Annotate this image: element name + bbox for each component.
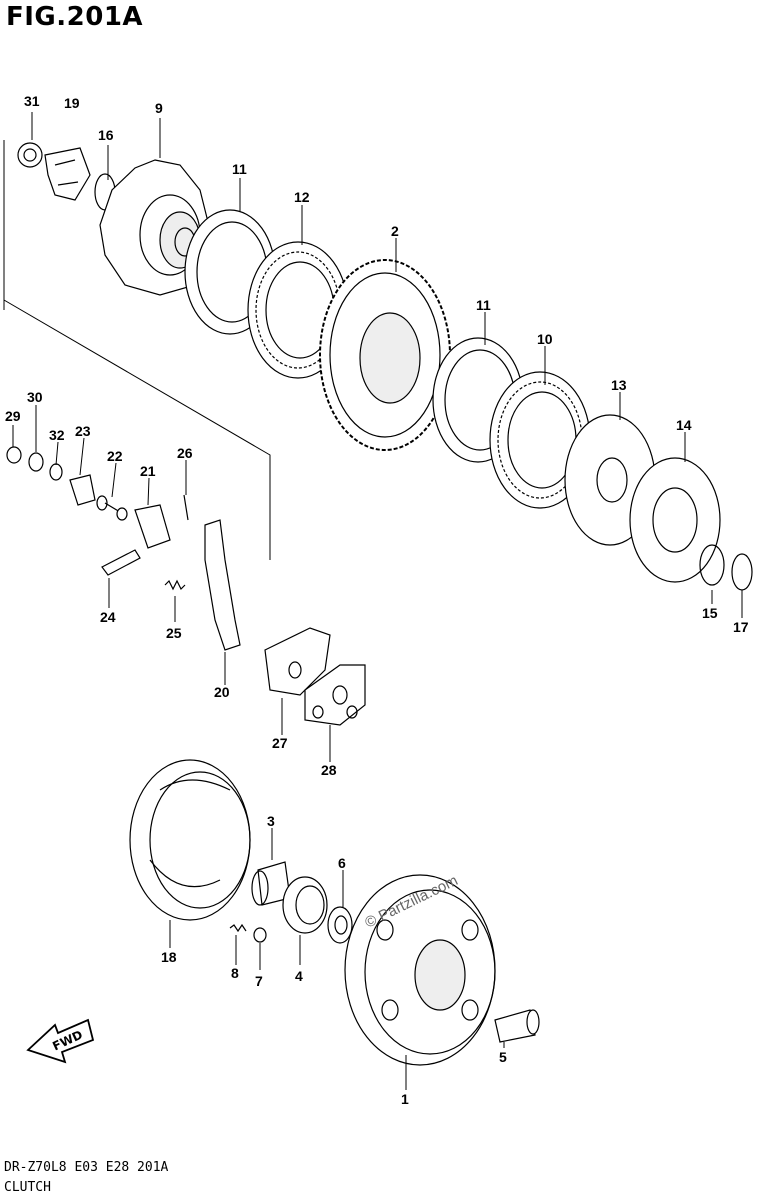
figure-title: FIG.201A — [6, 2, 144, 32]
callout-29: 29 — [5, 408, 21, 424]
part-27-plate[interactable] — [264, 627, 331, 696]
part-2-primary-gear[interactable] — [319, 259, 451, 451]
part-15-ring[interactable] — [699, 544, 725, 586]
part-32-washer[interactable] — [49, 463, 63, 481]
callout-9: 9 — [155, 100, 163, 116]
part-18-clutch-shoe[interactable] — [129, 759, 251, 921]
part-7-roller[interactable] — [253, 927, 267, 943]
callout-20: 20 — [214, 684, 230, 700]
part-4-one-way-clutch[interactable] — [282, 876, 328, 934]
part-31-bearing[interactable] — [17, 142, 43, 168]
part-1-clutch-housing[interactable] — [344, 874, 496, 1066]
part-14-spring-plate[interactable] — [629, 457, 721, 583]
callout-12: 12 — [294, 189, 310, 205]
part-3-bearing[interactable] — [251, 861, 291, 906]
callout-16: 16 — [98, 127, 114, 143]
callout-21: 21 — [140, 463, 156, 479]
part-29-nut[interactable] — [6, 446, 22, 464]
callout-5: 5 — [499, 1049, 507, 1065]
callout-32: 32 — [49, 427, 65, 443]
callout-19: 19 — [64, 95, 80, 111]
callout-labels: 31 19 16 9 11 12 2 11 10 13 14 15 17 29 … — [5, 93, 749, 1107]
callout-8: 8 — [231, 965, 239, 981]
part-22-adjuster[interactable] — [96, 495, 128, 521]
leader-lines — [12, 112, 743, 1090]
part-9-clutch-plate-hub[interactable] — [99, 159, 211, 296]
callout-11b: 11 — [476, 297, 491, 313]
callout-30: 30 — [27, 389, 43, 405]
callout-13: 13 — [611, 377, 627, 393]
callout-7: 7 — [255, 973, 263, 989]
part-21-lever-block[interactable] — [134, 504, 171, 549]
callout-15: 15 — [702, 605, 718, 621]
part-24-pin[interactable] — [101, 549, 141, 576]
callout-2: 2 — [391, 223, 399, 239]
callout-27: 27 — [272, 735, 288, 751]
figure-name: CLUTCH — [4, 1180, 51, 1195]
callout-22: 22 — [107, 448, 123, 464]
callout-25: 25 — [166, 625, 182, 641]
callout-14: 14 — [676, 417, 692, 433]
part-30-washer[interactable] — [28, 452, 44, 472]
part-25-spring[interactable] — [164, 579, 186, 591]
part-20-lever[interactable] — [204, 519, 241, 651]
guide-frame — [3, 140, 271, 560]
figure-code: DR-Z70L8 E03 E28 201A — [4, 1160, 169, 1175]
callout-1: 1 — [401, 1091, 409, 1107]
callout-3: 3 — [267, 813, 275, 829]
callout-24: 24 — [100, 609, 116, 625]
part-19-cam[interactable] — [44, 147, 91, 201]
callout-31: 31 — [24, 93, 40, 109]
callout-11a: 11 — [232, 161, 247, 177]
callout-6: 6 — [338, 855, 346, 871]
callout-28: 28 — [321, 762, 337, 778]
callout-17: 17 — [733, 619, 749, 635]
callout-26: 26 — [177, 445, 193, 461]
fwd-arrow-icon: FWD — [26, 1018, 95, 1064]
part-28-plate[interactable] — [304, 664, 366, 726]
part-23-plate[interactable] — [69, 474, 96, 506]
callout-4: 4 — [295, 968, 303, 984]
part-6-washer[interactable] — [327, 906, 353, 944]
callout-18: 18 — [161, 949, 177, 965]
part-17-circlip[interactable] — [731, 553, 753, 591]
part-26-pin[interactable] — [183, 494, 189, 521]
part-8-spring[interactable] — [229, 923, 247, 933]
callout-23: 23 — [75, 423, 91, 439]
part-5-sleeve[interactable] — [494, 1009, 540, 1043]
callout-10: 10 — [537, 331, 553, 347]
